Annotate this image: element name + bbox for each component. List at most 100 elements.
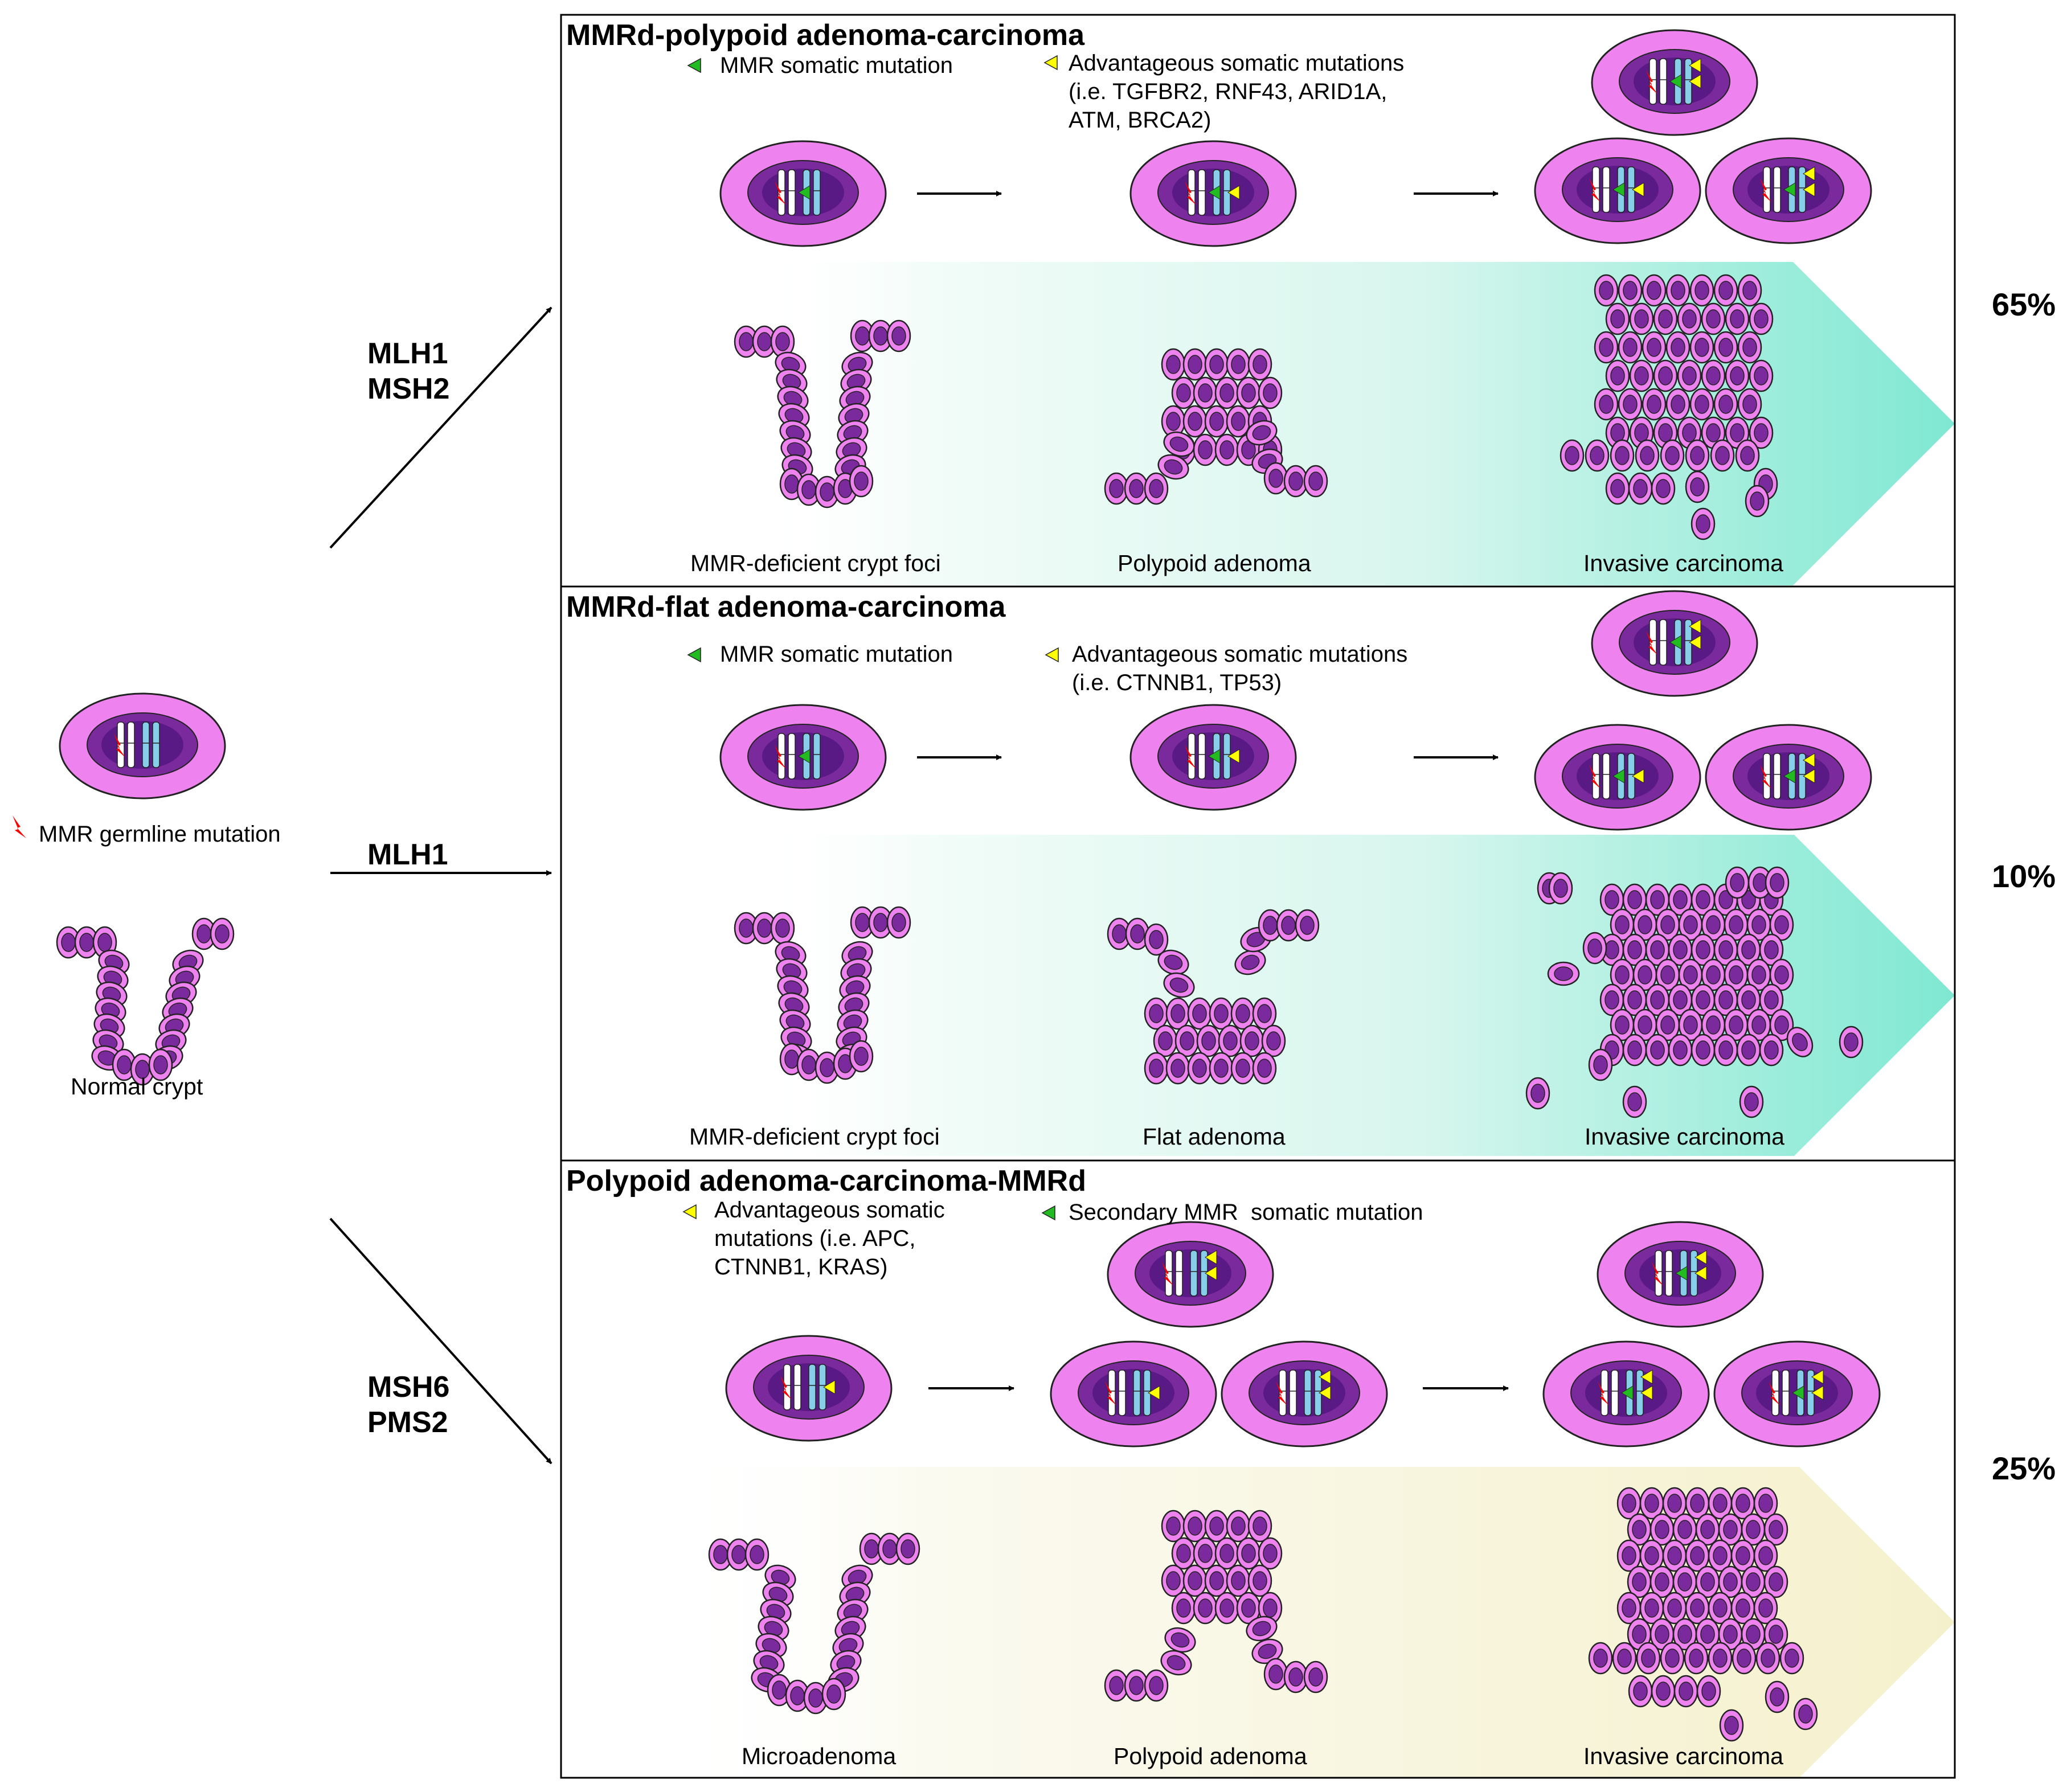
panel-1-adenoma-cell — [1204, 405, 1229, 438]
panel-3-carcinoma-cell — [1651, 1675, 1676, 1708]
panel-1-legend-mmr: MMR somatic mutation — [720, 53, 953, 78]
panel-1-carcinoma-cell — [1651, 472, 1676, 505]
panel-1-carcinoma-cell — [1665, 388, 1691, 421]
panel-2-cell-stage-3c — [1705, 724, 1872, 831]
panel-3-carcinoma-cell — [1755, 1642, 1781, 1675]
panel-3-carcinoma-cell — [1662, 1487, 1687, 1520]
panel-2-adenoma-cell — [1153, 1024, 1178, 1057]
panel-2-adenoma-cell — [1218, 1024, 1243, 1057]
panel-2-carcinoma-cell — [1701, 1008, 1726, 1041]
panel-2-carcinoma-cell — [1786, 1027, 1814, 1057]
panel-3-carcinoma-cell — [1662, 1592, 1687, 1625]
normal-crypt-cell — [56, 926, 81, 959]
panel-1-carcinoma-cell — [1689, 331, 1714, 364]
panel-2-adenoma-cell — [1239, 1024, 1264, 1057]
panel-3-adenoma-cell — [1104, 1669, 1129, 1702]
panel-1-carcinoma-cell — [1701, 302, 1726, 335]
panel-2-crypt-cell — [850, 906, 875, 939]
panel-3-carcinoma-cell — [1718, 1513, 1743, 1546]
panel-3-carcinoma-cell — [1763, 1565, 1788, 1598]
panel-1-adenoma-cell — [1214, 376, 1239, 409]
panel-2-carcinoma-cell — [1759, 983, 1784, 1016]
panel-2-adenoma-cell — [1234, 949, 1266, 975]
panel-1-carcinoma-cell — [1618, 331, 1643, 364]
panel-2-crypt-cell — [886, 906, 911, 939]
panel-2-crypt-cell — [770, 912, 795, 945]
panel-1-adenoma-cell — [1163, 431, 1195, 457]
panel-2-carcinoma-cell — [1701, 908, 1726, 941]
panel-2-adenoma-cell — [1187, 1052, 1212, 1085]
panel-3-crypt-cell — [859, 1532, 884, 1565]
panel-3-crypt-cell — [762, 1581, 794, 1608]
panel-3-carcinoma-cell — [1639, 1539, 1664, 1572]
branch-1-arrow — [329, 306, 552, 549]
panel-3-carcinoma-cell — [1588, 1642, 1613, 1675]
panels-frame — [560, 14, 1956, 1779]
panel-1-carcinoma-cell — [1735, 439, 1760, 472]
panel-2-carcinoma-cell — [1769, 1008, 1794, 1041]
panel-1-crypt-cell — [770, 325, 795, 358]
panel-3-carcinoma-cell — [1612, 1642, 1637, 1675]
panel-3-cell-stage-1 — [725, 1335, 893, 1442]
panel-1-carcinoma-cell — [1685, 439, 1710, 472]
panel-1-adenoma-cell — [1182, 348, 1208, 381]
panel-1-carcinoma-cell — [1605, 472, 1630, 505]
panel-1-carcinoma-cell — [1594, 274, 1619, 307]
panel-2-adenoma-cell — [1144, 997, 1169, 1030]
panel-3-adenoma-cell — [1246, 1615, 1278, 1642]
panel-3-carcinoma-cell — [1627, 1565, 1652, 1598]
panel-2-carcinoma-cell — [1645, 1034, 1670, 1067]
panel-3-crypt-cell — [821, 1678, 846, 1711]
panel-3-adenoma-cell — [1124, 1669, 1149, 1702]
panel-3-carcinoma-cell — [1753, 1539, 1778, 1572]
advantageous-mutation-icon — [1045, 647, 1059, 663]
panel-2-carcinoma-cell — [1632, 958, 1657, 991]
panel-2-cell-stage-1 — [719, 704, 887, 811]
panel-1-carcinoma-cell — [1701, 359, 1726, 392]
panel-1-adenoma-cell — [1124, 472, 1149, 505]
panel-3-carcinoma-cell — [1719, 1709, 1744, 1742]
panel-2-carcinoma-cell — [1678, 908, 1703, 941]
panel-2-carcinoma-cell — [1655, 1008, 1680, 1041]
panel-2-adenoma-cell — [1258, 909, 1283, 942]
mmr-somatic-mutation-icon — [687, 58, 701, 73]
panel-3-adenoma-cell — [1303, 1660, 1328, 1693]
panel-1-crypt-cell — [850, 319, 875, 352]
panel-3-legend-adv-line-1: Advantageous somatic — [714, 1198, 945, 1223]
panel-2-carcinoma-cell — [1724, 1008, 1749, 1041]
panel-3-carcinoma-cell — [1673, 1675, 1698, 1708]
panel-3-cell-stage-3a — [1597, 1221, 1764, 1328]
panel-3-adenoma-cell — [1258, 1592, 1283, 1625]
panel-3-adenoma-cell — [1226, 1510, 1251, 1543]
panel-2-adenoma-cell — [1295, 909, 1320, 942]
panel-2-carcinoma-cell — [1622, 1034, 1647, 1067]
panel-2-carcinoma-cell — [1759, 933, 1784, 966]
branch-3-gene-1: MSH6 — [367, 1371, 450, 1404]
panel-1-adenoma-cell — [1193, 376, 1218, 409]
panel-3-carcinoma-cell — [1708, 1642, 1733, 1675]
mmr-somatic-mutation-icon — [687, 647, 701, 663]
panel-1-adenoma-cell — [1263, 462, 1288, 495]
panel-3-carcinoma-cell — [1627, 1618, 1652, 1651]
normal-crypt-cell — [210, 917, 235, 950]
panel-1-adenoma-cell — [1161, 405, 1186, 438]
panel-1-adenoma-cell — [1204, 348, 1229, 381]
panel-3-crypt-cell — [744, 1538, 770, 1571]
panel-1-carcinoma-cell — [1605, 359, 1630, 392]
panel-2-adenoma-cell — [1157, 949, 1189, 975]
panel-1-caption-1: MMR-deficient crypt foci — [690, 550, 941, 576]
panel-1-legend-adv-line-1: Advantageous somatic mutations — [1069, 51, 1405, 76]
panel-1-carcinoma-cell — [1737, 388, 1762, 421]
panel-3-adenoma-cell — [1214, 1592, 1239, 1625]
panel-1-carcinoma-cell — [1725, 359, 1750, 392]
panel-2-legend-mmr: MMR somatic mutation — [720, 642, 953, 667]
branch-1-percent: 65% — [1992, 286, 2056, 322]
panel-3-carcinoma-cell — [1660, 1642, 1685, 1675]
panel-2-carcinoma-cell — [1769, 958, 1794, 991]
panel-3-adenoma-cell — [1247, 1510, 1272, 1543]
panel-2-adenoma-cell — [1174, 1024, 1200, 1057]
panel-1-adenoma-cell — [1303, 465, 1328, 498]
panel-3-adenoma-cell — [1247, 1564, 1272, 1597]
panel-3-carcinoma-cell — [1763, 1513, 1788, 1546]
panel-1-carcinoma-cell — [1660, 439, 1685, 472]
